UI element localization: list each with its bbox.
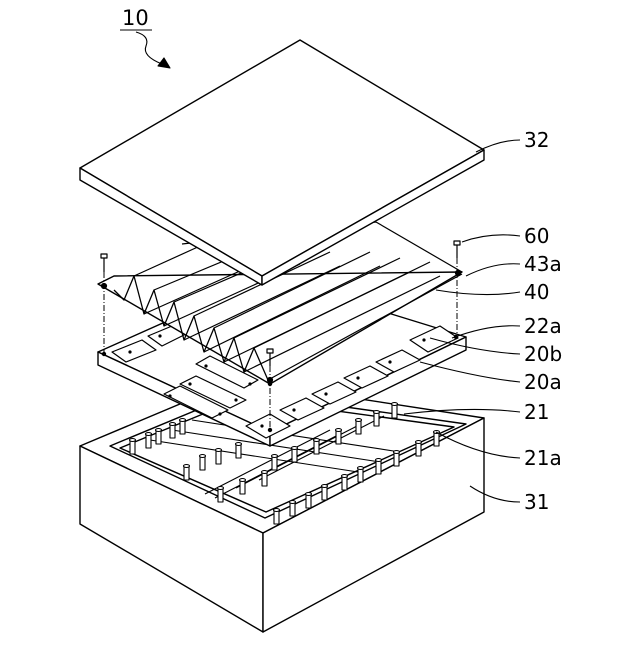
leader-43a — [466, 264, 520, 276]
post — [416, 441, 422, 457]
label-22a: 22a — [524, 316, 562, 336]
post — [314, 439, 320, 455]
label-31: 31 — [524, 492, 549, 512]
post — [356, 419, 362, 435]
post — [336, 429, 342, 445]
label-20b: 20b — [524, 344, 562, 364]
post — [272, 455, 278, 471]
post — [216, 449, 222, 465]
label-32: 32 — [524, 130, 549, 150]
lid-top-face — [80, 40, 484, 276]
leader-10-arrowhead — [158, 58, 170, 68]
post — [274, 509, 280, 525]
post — [342, 475, 348, 491]
leader-60 — [462, 235, 520, 242]
post — [170, 423, 176, 439]
figure-number: 10 — [122, 8, 149, 29]
post — [200, 455, 206, 471]
post — [374, 411, 380, 427]
label-43a: 43a — [524, 254, 562, 274]
post — [146, 433, 152, 449]
post — [184, 465, 190, 481]
post — [306, 493, 312, 509]
lid-32 — [80, 40, 484, 285]
post — [292, 447, 298, 463]
post — [290, 501, 296, 517]
post — [236, 443, 242, 459]
label-20a: 20a — [524, 372, 562, 392]
post — [240, 479, 246, 495]
post — [130, 439, 136, 455]
label-40: 40 — [524, 282, 549, 302]
post — [322, 485, 328, 501]
label-21: 21 — [524, 402, 549, 422]
label-21a: 21a — [524, 448, 562, 468]
post — [218, 487, 224, 503]
post — [376, 459, 382, 475]
post — [180, 419, 186, 435]
screw — [454, 241, 460, 258]
post — [358, 467, 364, 483]
frame-hole — [456, 271, 461, 276]
post — [262, 471, 268, 487]
post — [392, 403, 398, 419]
leader-10 — [136, 32, 162, 64]
label-60: 60 — [524, 226, 549, 246]
leader-40 — [436, 290, 520, 295]
screw — [101, 254, 107, 272]
post — [156, 429, 162, 445]
post — [394, 451, 400, 467]
